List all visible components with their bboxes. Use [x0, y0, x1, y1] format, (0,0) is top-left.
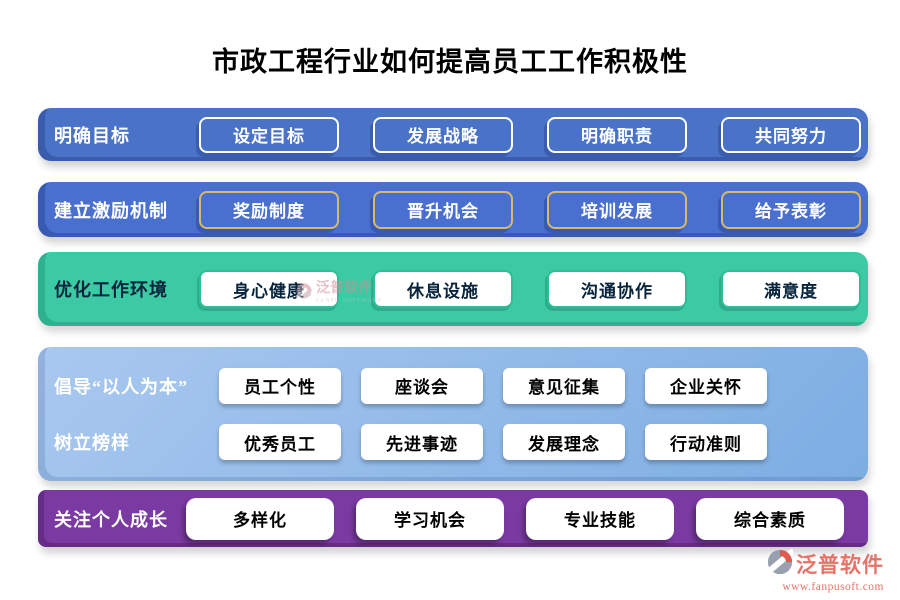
topic-button[interactable]: 身心健康 [199, 270, 339, 308]
band-work-environment: 优化工作环境 身心健康 休息设施 沟通协作 满意度 [38, 252, 868, 326]
fanpu-logo-icon [764, 548, 796, 580]
topic-button[interactable]: 设定目标 [199, 116, 339, 153]
topic-button[interactable]: 先进事迹 [361, 424, 483, 461]
band-label: 倡导“以人为本” [54, 376, 188, 397]
topic-button[interactable]: 优秀员工 [219, 424, 341, 461]
topic-button[interactable]: 奖励制度 [199, 190, 339, 229]
button-group: 设定目标 发展战略 明确职责 共同努力 [199, 116, 861, 153]
band-incentive-mechanism: 建立激励机制 奖励制度 晋升机会 培训发展 给予表彰 [38, 182, 868, 237]
topic-button[interactable]: 沟通协作 [547, 270, 687, 308]
topic-button[interactable]: 休息设施 [373, 270, 513, 308]
footer-brand-url: www.fanpusoft.com [782, 580, 884, 593]
button-group: 身心健康 休息设施 沟通协作 满意度 [199, 270, 861, 308]
topic-button[interactable]: 培训发展 [547, 190, 687, 229]
topic-button[interactable]: 综合素质 [696, 497, 844, 540]
topic-button[interactable]: 共同努力 [721, 116, 861, 153]
topic-button[interactable]: 企业关怀 [645, 367, 767, 404]
page-title: 市政工程行业如何提高员工工作积极性 [212, 47, 688, 77]
footer-brand-name: 泛普软件 [796, 553, 884, 578]
topic-button[interactable]: 发展理念 [503, 424, 625, 461]
topic-button[interactable]: 晋升机会 [373, 190, 513, 229]
topic-button[interactable]: 明确职责 [547, 116, 687, 153]
row-role-models: 树立榜样 优秀员工 先进事迹 发展理念 行动准则 [38, 424, 868, 461]
topic-button[interactable]: 意见征集 [503, 367, 625, 404]
band-label: 明确目标 [54, 125, 130, 146]
band-clear-goals: 明确目标 设定目标 发展战略 明确职责 共同努力 [38, 108, 868, 161]
topic-button[interactable]: 员工个性 [219, 367, 341, 404]
topic-button[interactable]: 满意度 [721, 270, 861, 308]
band-label: 建立激励机制 [54, 200, 168, 221]
button-group: 奖励制度 晋升机会 培训发展 给予表彰 [199, 190, 861, 229]
topic-button[interactable]: 行动准则 [645, 424, 767, 461]
band-label: 树立榜样 [54, 433, 130, 454]
row-people-first: 倡导“以人为本” 员工个性 座谈会 意见征集 企业关怀 [38, 367, 868, 404]
topic-button[interactable]: 多样化 [186, 497, 334, 540]
topic-button[interactable]: 发展战略 [373, 116, 513, 153]
band-people-first-and-role-models: 倡导“以人为本” 员工个性 座谈会 意见征集 企业关怀 树立榜样 优秀员工 先进… [38, 347, 868, 481]
band-personal-growth: 关注个人成长 多样化 学习机会 专业技能 综合素质 [38, 490, 868, 547]
band-label: 关注个人成长 [54, 509, 168, 530]
button-group: 员工个性 座谈会 意见征集 企业关怀 [219, 367, 767, 404]
topic-button[interactable]: 给予表彰 [721, 190, 861, 229]
topic-button[interactable]: 学习机会 [356, 497, 504, 540]
topic-button[interactable]: 座谈会 [361, 367, 483, 404]
footer-brand: 泛普软件 www.fanpusoft.com [764, 548, 884, 594]
topic-button[interactable]: 专业技能 [526, 497, 674, 540]
button-group: 优秀员工 先进事迹 发展理念 行动准则 [219, 424, 767, 461]
button-group: 多样化 学习机会 专业技能 综合素质 [186, 497, 844, 540]
band-label: 优化工作环境 [54, 280, 168, 300]
